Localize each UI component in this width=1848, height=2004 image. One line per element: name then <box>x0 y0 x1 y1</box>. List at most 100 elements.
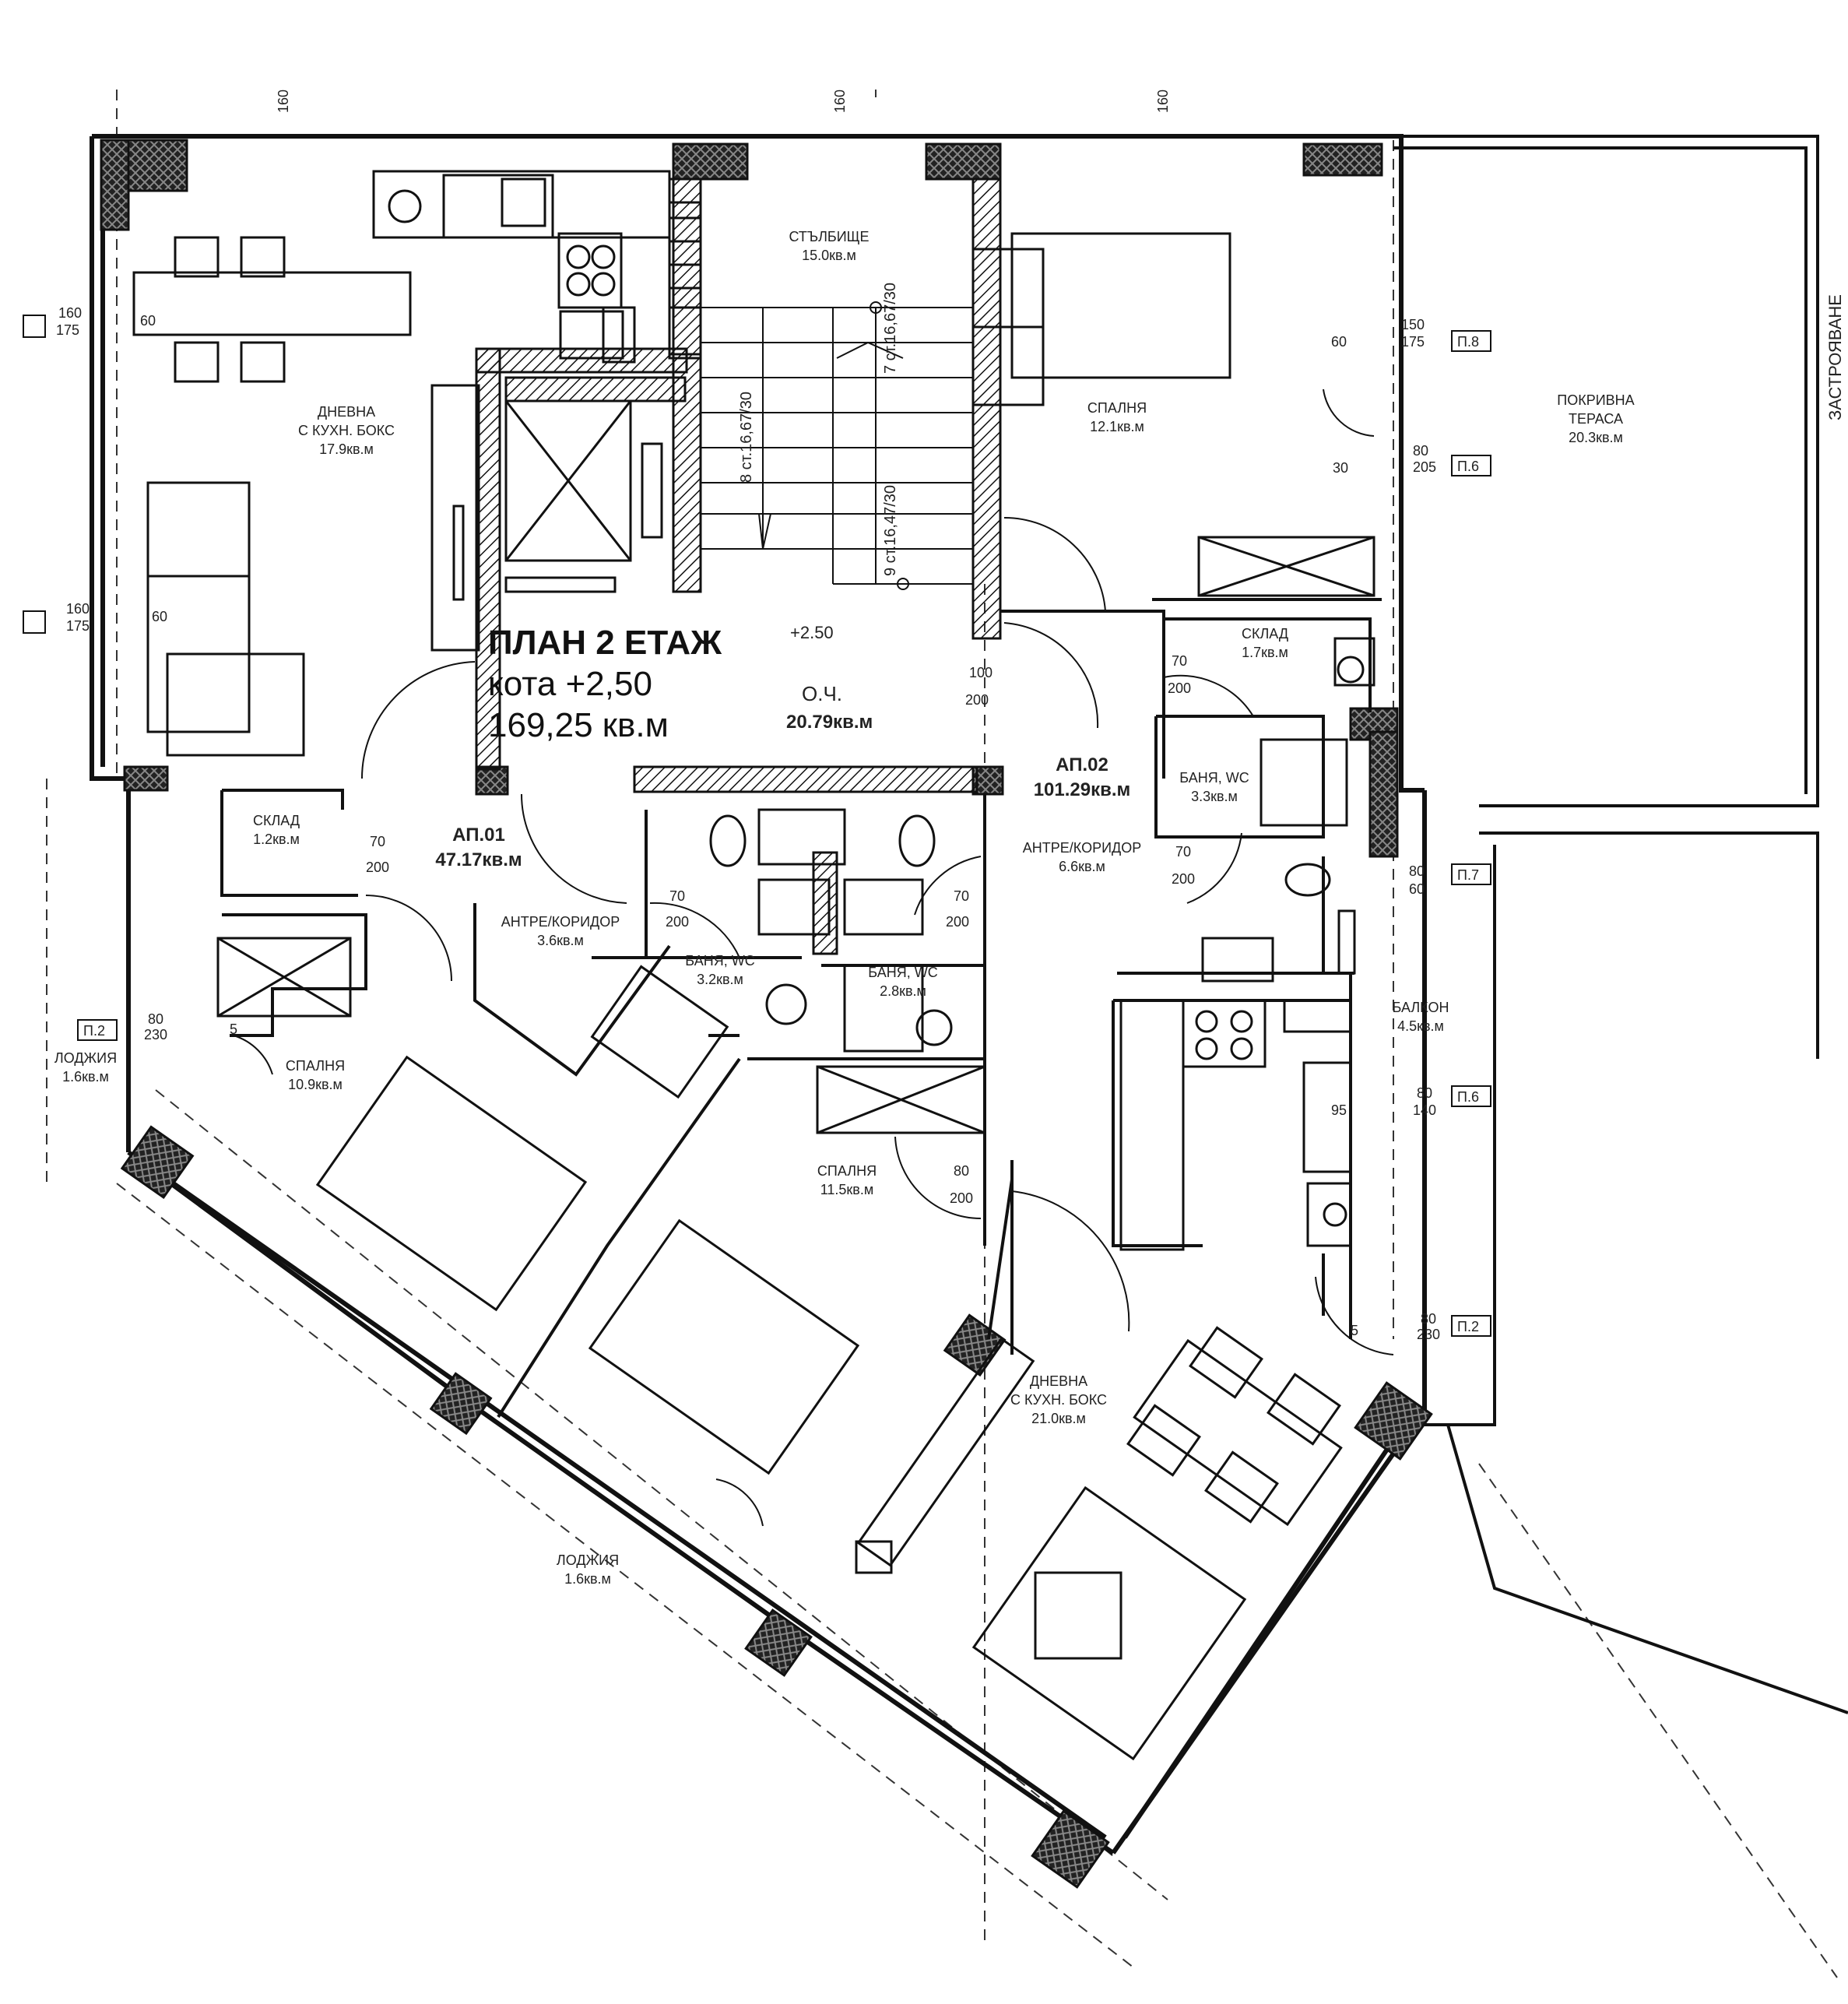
svg-text:200: 200 <box>1172 871 1195 887</box>
svg-text:60: 60 <box>1331 334 1347 350</box>
svg-text:100: 100 <box>969 665 993 680</box>
svg-text:П.6: П.6 <box>1457 1089 1479 1105</box>
plan-title-line2: кота +2,50 <box>488 664 652 703</box>
stair-treads <box>700 301 974 590</box>
svg-text:175: 175 <box>66 618 90 634</box>
svg-text:70: 70 <box>1172 653 1187 669</box>
svg-text:70: 70 <box>669 888 685 904</box>
plan-title-line3: 169,25 кв.м <box>488 705 669 744</box>
svg-text:160: 160 <box>58 305 82 321</box>
common-area: 20.79кв.м <box>786 712 873 733</box>
terrace-outline <box>1393 135 1848 1714</box>
elevator <box>504 399 663 593</box>
apartment-2-name: АП.02 <box>1056 754 1108 775</box>
outer-walls <box>90 134 1427 1855</box>
plan-title-line1: ПЛАН 2 ЕТАЖ <box>488 624 722 662</box>
svg-text:140: 140 <box>1413 1102 1436 1118</box>
svg-text:200: 200 <box>666 914 689 930</box>
construction-lines <box>46 90 1838 1978</box>
svg-text:205: 205 <box>1413 459 1436 475</box>
svg-text:70: 70 <box>1175 844 1191 860</box>
side-note: ЗАСТРОЯВАНЕ <box>1825 294 1845 420</box>
svg-text:200: 200 <box>1168 680 1191 696</box>
dining-set-1 <box>132 236 412 383</box>
dimension-annotations: 160 160 160 160 175 60 160 175 60 150 17… <box>56 90 1440 1342</box>
svg-text:150: 150 <box>1401 317 1425 332</box>
svg-text:80: 80 <box>1409 863 1425 879</box>
svg-text:175: 175 <box>56 322 79 338</box>
svg-text:160: 160 <box>1155 90 1171 113</box>
svg-text:80: 80 <box>1421 1311 1436 1327</box>
svg-text:60: 60 <box>1409 881 1425 897</box>
svg-text:П.2: П.2 <box>83 1023 105 1039</box>
svg-text:200: 200 <box>965 692 989 708</box>
svg-text:80: 80 <box>954 1163 969 1179</box>
svg-text:60: 60 <box>140 313 156 329</box>
living-2-furniture <box>855 1326 1343 1761</box>
svg-text:160: 160 <box>832 90 848 113</box>
svg-text:80: 80 <box>1413 443 1428 459</box>
svg-text:П.7: П.7 <box>1457 867 1479 883</box>
columns <box>100 139 1433 1889</box>
common-level: +2.50 <box>790 623 834 642</box>
stair-note-3: 9 ст.16,47/30 <box>882 485 899 576</box>
plan-title: ПЛАН 2 ЕТАЖ кота +2,50 169,25 кв.м <box>488 623 729 771</box>
sofa-1 <box>146 481 305 757</box>
svg-text:5: 5 <box>1351 1323 1358 1338</box>
svg-text:200: 200 <box>950 1190 973 1206</box>
svg-text:160: 160 <box>276 90 291 113</box>
apartment-labels: АП.01 47.17кв.м АП.02 101.29кв.м <box>435 754 1130 870</box>
common-name: О.Ч. <box>802 682 842 705</box>
stair-note-1: 8 ст.16,67/30 <box>738 392 755 483</box>
apartment-1-name: АП.01 <box>452 824 505 846</box>
svg-text:160: 160 <box>66 601 90 617</box>
apartment-2-area: 101.29кв.м <box>1034 779 1131 800</box>
stair-note-2: 7 ст.16,67/30 <box>882 283 899 374</box>
svg-text:60: 60 <box>152 609 167 624</box>
svg-text:95: 95 <box>1331 1102 1347 1118</box>
kitchen-fixtures <box>372 170 702 652</box>
svg-text:П.2: П.2 <box>1457 1319 1479 1334</box>
bedroom-w-furniture <box>216 937 986 1475</box>
svg-text:5: 5 <box>230 1021 237 1037</box>
svg-text:80: 80 <box>1417 1085 1432 1101</box>
svg-text:200: 200 <box>366 860 389 875</box>
window-tag-labels: П.8 П.6 П.6 П.7 П.2 П.2 <box>83 334 1479 1334</box>
door-swings <box>233 388 1394 1527</box>
svg-text:80: 80 <box>148 1011 163 1027</box>
kitchen-2-fixtures <box>1119 999 1352 1251</box>
svg-text:230: 230 <box>144 1027 167 1042</box>
apartment-1-area: 47.17кв.м <box>435 849 522 870</box>
hatched-walls <box>475 178 1002 955</box>
window-tags <box>23 315 1491 1337</box>
svg-text:175: 175 <box>1401 334 1425 350</box>
sanitary-fixtures <box>590 637 1375 1099</box>
svg-text:П.8: П.8 <box>1457 334 1479 350</box>
svg-text:200: 200 <box>946 914 969 930</box>
svg-text:230: 230 <box>1417 1327 1440 1342</box>
svg-text:70: 70 <box>954 888 969 904</box>
svg-text:70: 70 <box>370 834 385 849</box>
svg-text:П.6: П.6 <box>1457 459 1479 474</box>
svg-text:30: 30 <box>1333 460 1348 476</box>
bedroom-ne-furniture <box>971 232 1375 597</box>
